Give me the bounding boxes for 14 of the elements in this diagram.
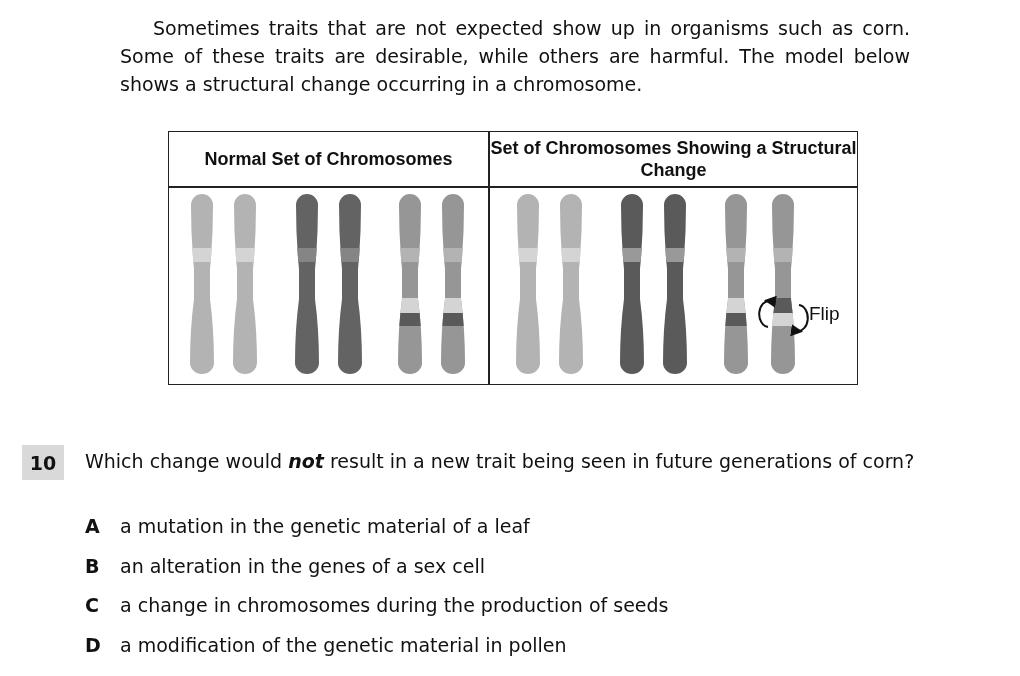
column-heading: Normal Set of Chromosomes [204,148,453,170]
option-letter: C [85,593,100,618]
flip-label: Flip [809,303,840,325]
question-number: 10 [22,445,64,480]
option-letter: D [85,632,102,658]
question-text: Which change would not result in a new trait being seen in future generations of corn? [85,449,916,474]
column-heading: Set of Chromosomes Showing a Structural Change [490,137,857,181]
option-text: a mutation in the genetic material of a leaf [120,514,530,539]
intro-paragraph: Sometimes traits that are not expected show up in organisms such as corn. Some of these traits are desirable, while others are harmful. The model below shows a structural change occurring in a chromosome. [120,16,910,97]
option-letter: A [85,514,101,539]
option-text: a modification of the genetic material in pollen [120,632,567,658]
option-text: a change in chromosomes during the production of seeds [120,593,669,618]
option-text: an alteration in the genes of a sex cell [120,553,485,579]
option-letter: B [85,553,101,579]
